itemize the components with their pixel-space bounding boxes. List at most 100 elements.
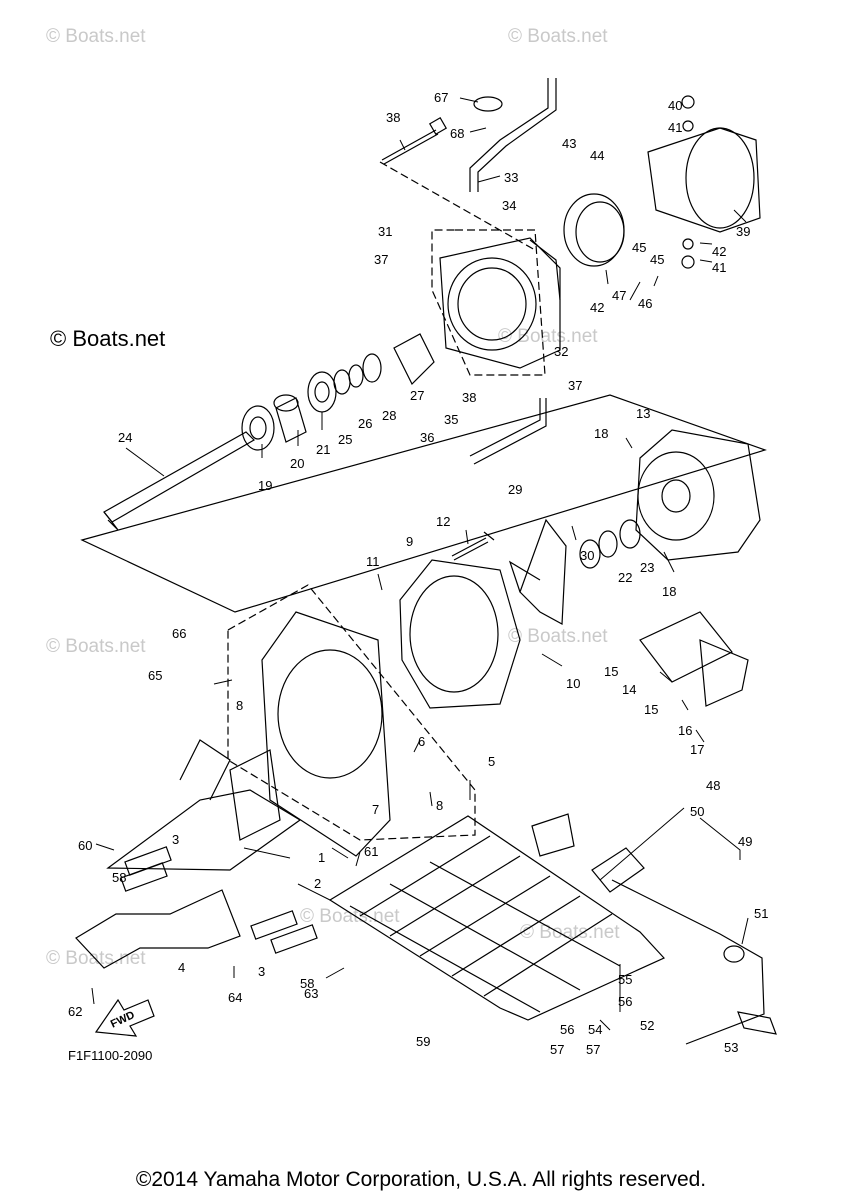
callout-68: 68	[450, 126, 464, 141]
callout-39: 39	[736, 224, 750, 239]
cap-part-27	[393, 333, 435, 386]
callout-8: 8	[236, 698, 243, 713]
callout-3: 3	[258, 964, 265, 979]
watermark: © Boats.net	[498, 326, 598, 347]
driveshaft-part-24	[103, 431, 255, 531]
callout-57: 57	[550, 1042, 564, 1057]
dashed-outline-mid	[227, 584, 476, 841]
callout-45: 45	[650, 252, 664, 267]
callout-56: 56	[618, 994, 632, 1009]
hose-part-36	[469, 398, 547, 465]
callout-58: 58	[112, 870, 126, 885]
callout-58: 58	[300, 976, 314, 991]
callout-32: 32	[554, 344, 568, 359]
fwd-label: FWD	[109, 1009, 137, 1030]
block-part-3	[250, 910, 298, 940]
washer-part-42	[682, 238, 694, 250]
cover-part-55	[737, 1011, 777, 1035]
callout-67: 67	[434, 90, 448, 105]
nozzle-ring-part-43	[563, 193, 625, 267]
callout-24: 24	[118, 430, 132, 445]
seal-part-25	[333, 369, 351, 395]
callout-57: 57	[586, 1042, 600, 1057]
callout-4: 4	[178, 960, 185, 975]
callout-1: 1	[318, 850, 325, 865]
impeller-part-30	[508, 518, 567, 625]
callout-61: 61	[364, 844, 378, 859]
clamp-part-67	[473, 96, 503, 112]
callout-41: 41	[668, 120, 682, 135]
callout-37: 37	[568, 378, 582, 393]
nozzle-part-40	[647, 127, 761, 233]
callout-65: 65	[148, 668, 162, 683]
intake-frame-part-5	[261, 611, 391, 857]
callout-42: 42	[712, 244, 726, 259]
callout-23: 23	[640, 560, 654, 575]
bolt-part-41	[681, 95, 695, 109]
callout-46: 46	[638, 296, 652, 311]
watermark: © Boats.net	[508, 26, 608, 47]
callout-21: 21	[316, 442, 330, 457]
callout-55: 55	[618, 972, 632, 987]
callout-22: 22	[618, 570, 632, 585]
callout-29: 29	[508, 482, 522, 497]
callout-36: 36	[420, 430, 434, 445]
hose-part-34	[469, 78, 557, 192]
washer-part-42	[682, 120, 694, 132]
callout-66: 66	[172, 626, 186, 641]
spacer-part-20	[273, 394, 307, 443]
callout-63: 63	[304, 986, 318, 1001]
callout-38: 38	[386, 110, 400, 125]
callout-17: 17	[690, 742, 704, 757]
callout-50: 50	[690, 804, 704, 819]
watermark: © Boats.net	[300, 906, 400, 927]
grate-part-59	[328, 815, 666, 1021]
watermark: © Boats.net	[46, 636, 146, 657]
seal-part-31	[579, 539, 601, 569]
copyright-notice: ©2014 Yamaha Motor Corporation, U.S.A. A…	[135, 1168, 707, 1191]
callout-18: 18	[594, 426, 608, 441]
callout-30: 30	[580, 548, 594, 563]
callout-60: 60	[78, 838, 92, 853]
seal-part-23	[619, 519, 641, 549]
pump-housing-part-32	[439, 237, 561, 369]
block-part-58	[120, 862, 168, 892]
callout-20: 20	[290, 456, 304, 471]
callout-8: 8	[436, 798, 443, 813]
block-part-58	[270, 924, 318, 954]
callout-38: 38	[462, 390, 476, 405]
bolt-part-41	[681, 255, 695, 269]
seal-part-22	[598, 530, 618, 558]
callout-59: 59	[416, 1034, 430, 1049]
callout-9: 9	[406, 534, 413, 549]
callout-15: 15	[644, 702, 658, 717]
callout-37: 37	[374, 252, 388, 267]
watermark: © Boats.net	[50, 326, 166, 351]
sensor-part-49	[591, 847, 765, 1045]
housing-part-13	[635, 429, 761, 561]
fwd-arrow	[94, 998, 155, 1037]
plate-part-14	[639, 611, 749, 707]
callout-34: 34	[502, 198, 516, 213]
callout-3: 3	[172, 832, 179, 847]
bearing-part-21	[307, 371, 337, 413]
watermark: © Boats.net	[508, 626, 608, 647]
callout-7: 7	[372, 802, 379, 817]
seal-part-26	[348, 364, 364, 388]
callout-15: 15	[604, 664, 618, 679]
callout-64: 64	[228, 990, 242, 1005]
oring-part-28	[362, 353, 382, 383]
callout-54: 54	[588, 1022, 602, 1037]
diagram-code: F1F1100-2090	[68, 1048, 153, 1063]
callout-5: 5	[488, 754, 495, 769]
callout-26: 26	[358, 416, 372, 431]
callout-25: 25	[338, 432, 352, 447]
callout-49: 49	[738, 834, 752, 849]
callout-45: 45	[632, 240, 646, 255]
callout-51: 51	[754, 906, 768, 921]
callout-11: 11	[366, 554, 380, 569]
callout-44: 44	[590, 148, 604, 163]
callout-10: 10	[566, 676, 580, 691]
callout-41: 41	[712, 260, 726, 275]
callout-42: 42	[590, 300, 604, 315]
